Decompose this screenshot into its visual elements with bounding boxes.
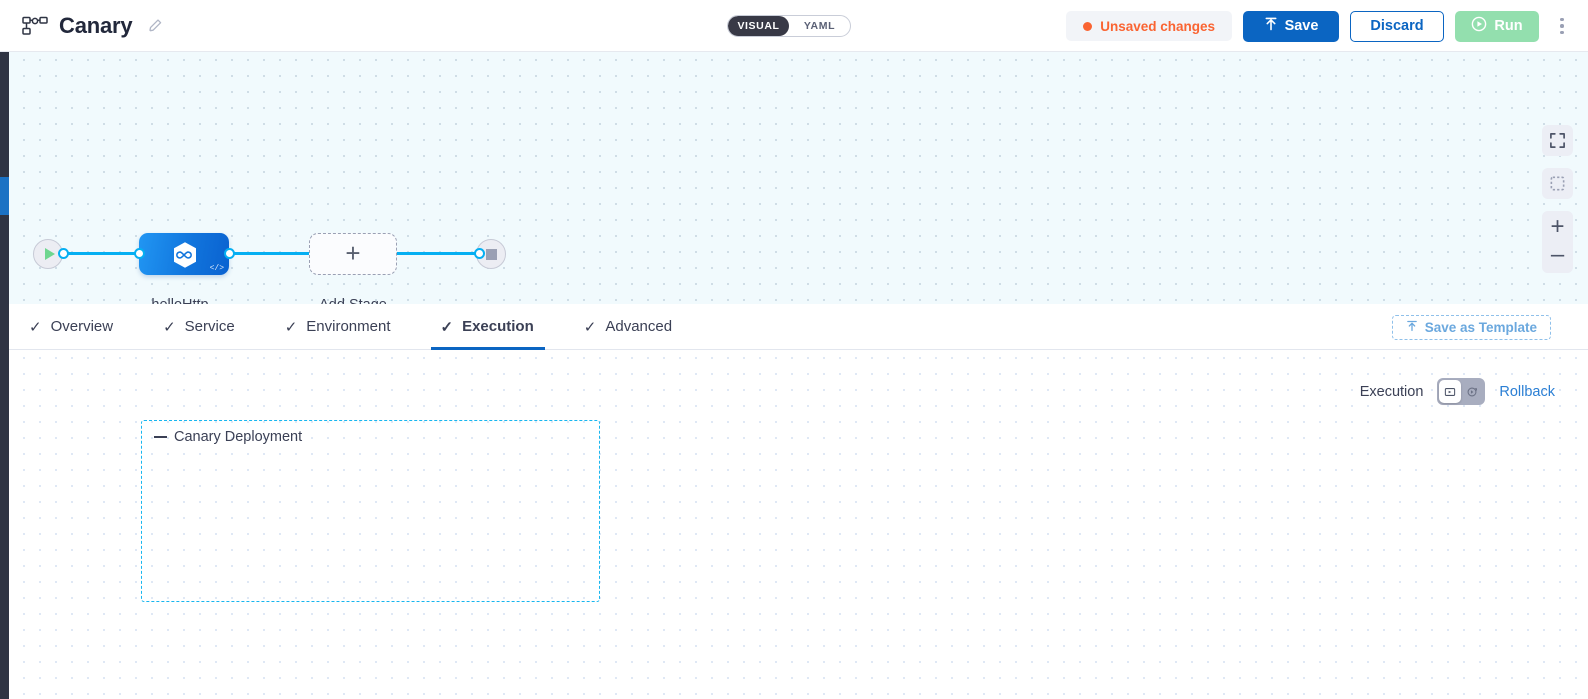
tab-execution[interactable]: ✓ Execution [430,304,555,350]
code-tag-label: </> [209,264,224,273]
pipeline-stage-canvas[interactable]: </> helloHttp + Add Stage + – [0,52,1588,304]
save-as-template-button[interactable]: Save as Template [1391,315,1551,340]
group-title-label: Canary Deployment [174,429,303,445]
rollback-view-button[interactable] [1461,380,1483,403]
canvas-left-accent [0,177,9,215]
discard-button[interactable]: Discard [1350,10,1444,42]
tab-overview-label: Overview [50,318,114,335]
check-icon: ✓ [29,318,42,336]
view-mode-yaml[interactable]: YAML [803,20,836,32]
hexagon-infinity-icon [172,241,197,268]
tab-environment-label: Environment [306,318,391,335]
group-title: Canary Deployment [154,429,302,445]
execution-view-button[interactable] [1439,380,1462,403]
save-button[interactable]: Save [1243,10,1339,42]
stage-caption-hellohttp: helloHttp [100,295,260,304]
section-tabbar: ✓ Overview ✓ Service ✓ Environment ✓ Exe… [0,304,1588,350]
edge-start-to-hello [64,252,140,255]
page-title: Canary [59,12,133,38]
tab-environment[interactable]: ✓ Environment [285,304,412,349]
run-label: Run [1494,18,1523,34]
header-actions: Unsaved changes Save Discard Run [1066,0,1574,52]
execution-rollback-toggle[interactable] [1437,378,1486,405]
app-header: Canary VISUAL YAML Unsaved changes Save … [0,0,1588,52]
run-button[interactable]: Run [1455,10,1539,42]
execution-label: Execution [1359,383,1424,400]
stage-input-port[interactable] [134,248,145,259]
execution-controls: Execution Rollback [1360,378,1555,405]
discard-label: Discard [1370,18,1424,34]
edge-addstage-to-end [397,252,481,255]
pipeline-icon [22,15,48,37]
tab-service-label: Service [184,318,235,335]
tab-list: ✓ Overview ✓ Service ✓ Environment ✓ Exe… [0,304,722,350]
play-triangle-icon [44,248,55,260]
zoom-out-button[interactable]: – [1542,242,1573,273]
tab-execution-label: Execution [462,318,534,335]
add-stage-button[interactable]: + [309,233,397,275]
collapse-dash-icon[interactable] [154,435,167,439]
bottom-canvas-left-rail [0,350,9,699]
tabbar-left-rail [0,304,9,350]
run-play-icon [1471,16,1487,36]
tab-advanced-label: Advanced [605,318,673,335]
check-icon: ✓ [284,318,298,336]
view-mode-toggle[interactable]: VISUAL YAML [727,15,851,37]
rollback-link[interactable]: Rollback [1499,383,1555,400]
plus-icon: + [345,238,361,268]
marquee-select-button[interactable] [1542,168,1573,199]
status-badge-unsaved: Unsaved changes [1066,11,1232,41]
zoom-out-icon: – [1550,240,1565,268]
kebab-menu-icon[interactable] [1550,10,1574,42]
upload-template-icon [1406,320,1418,335]
save-as-template-label: Save as Template [1424,320,1537,335]
tab-overview[interactable]: ✓ Overview [29,304,134,349]
stop-square-icon [485,248,497,260]
tab-advanced[interactable]: ✓ Advanced [584,304,693,349]
unsaved-label: Unsaved changes [1100,18,1215,34]
stage-output-port[interactable] [224,248,235,259]
step-group-canary-deployment[interactable]: Canary Deployment [141,420,600,602]
header-left-group: Canary [0,13,164,39]
start-node-port[interactable] [58,248,69,259]
zoom-in-icon: + [1550,212,1565,240]
save-label: Save [1284,18,1319,34]
check-icon: ✓ [583,318,597,336]
edge-hello-to-addstage [230,252,309,255]
stage-node-hellohttp[interactable]: </> [139,233,229,275]
view-mode-visual[interactable]: VISUAL [728,16,789,36]
pencil-icon[interactable] [147,17,164,34]
check-icon: ✓ [440,318,454,336]
check-icon: ✓ [163,318,176,336]
unsaved-dot-icon [1083,21,1093,31]
end-node-port[interactable] [474,248,485,259]
save-upload-icon [1264,17,1278,35]
add-stage-caption: Add Stage [273,295,433,304]
execution-steps-canvas[interactable]: Execution Rollback [0,350,1588,699]
tab-service[interactable]: ✓ Service [163,304,256,349]
canvas-controls: + – [1542,125,1573,273]
zoom-controls: + – [1542,211,1573,273]
fullscreen-button[interactable] [1542,125,1573,156]
zoom-in-button[interactable]: + [1542,211,1573,242]
